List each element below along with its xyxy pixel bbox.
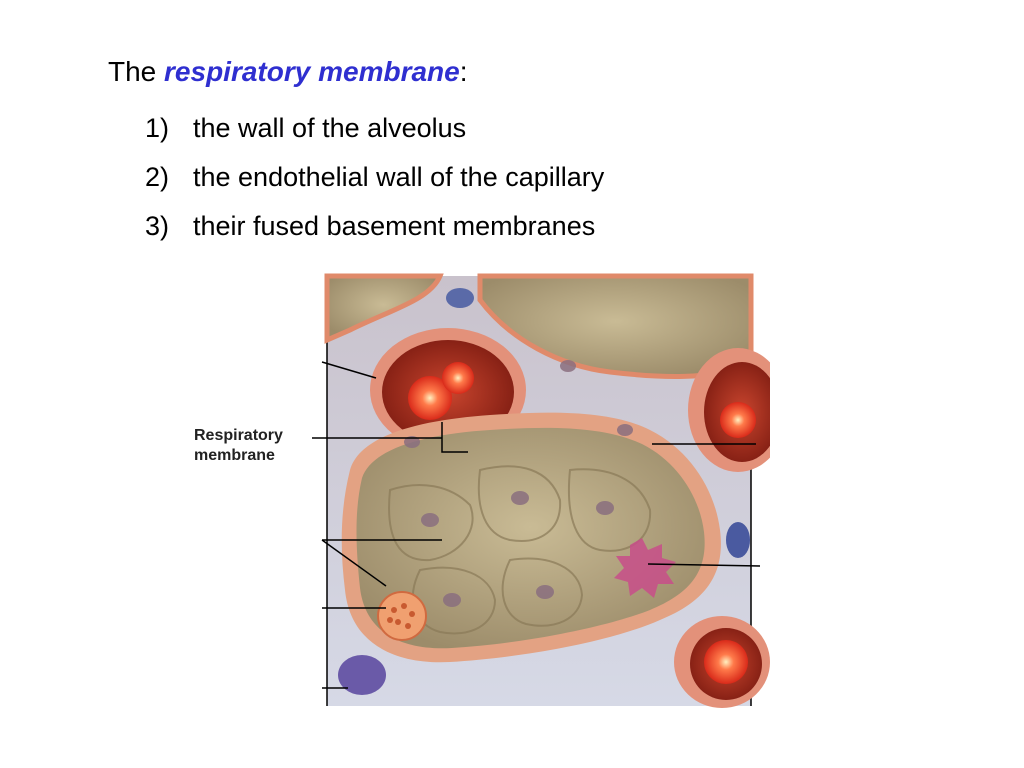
list-item-text: their fused basement membranes <box>193 211 596 241</box>
red-blood-cell <box>704 640 748 684</box>
heading-suffix: : <box>459 56 468 87</box>
list-item: 3) their fused basement membranes <box>145 202 604 251</box>
respiratory-membrane-label: Respiratory membrane <box>194 426 283 466</box>
list-item-number: 3) <box>145 211 170 241</box>
interstitial-cell <box>338 655 386 695</box>
alveolus-diagram <box>312 273 770 708</box>
list-item: 2) the endothelial wall of the capillary <box>145 153 604 202</box>
list-item: 1) the wall of the alveolus <box>145 104 604 153</box>
respiratory-membrane-illustration: Respiratory membrane <box>190 270 770 710</box>
leader-lines <box>312 361 761 689</box>
slide-text: The respiratory membrane: <box>108 54 468 90</box>
list-item-text: the endothelial wall of the capillary <box>193 162 605 192</box>
red-blood-cell <box>442 362 474 394</box>
cell-nuclei <box>404 360 633 607</box>
alveolar-macrophage <box>614 538 676 598</box>
membrane-layers-list: 1) the wall of the alveolus 2) the endothe… <box>145 104 604 251</box>
label-line-1: Respiratory <box>194 427 283 444</box>
list-item-number: 2) <box>145 162 170 192</box>
alveolar-air-space <box>356 427 705 649</box>
interstitial-cell <box>446 288 474 308</box>
heading-prefix: The <box>108 56 165 87</box>
upper-left-alveolus <box>324 273 444 344</box>
red-blood-cell <box>720 402 756 438</box>
label-line-2: membrane <box>194 447 275 464</box>
interstitial-cell <box>726 522 750 558</box>
list-item-text: the wall of the alveolus <box>193 113 467 143</box>
red-blood-cell <box>408 376 452 420</box>
heading-emphasis: respiratory membrane <box>164 56 460 87</box>
type-ii-cell-granules <box>387 603 415 629</box>
slide-heading: The respiratory membrane: <box>108 54 468 90</box>
list-item-number: 1) <box>145 113 170 143</box>
type-ii-alveolar-cell <box>377 591 427 641</box>
